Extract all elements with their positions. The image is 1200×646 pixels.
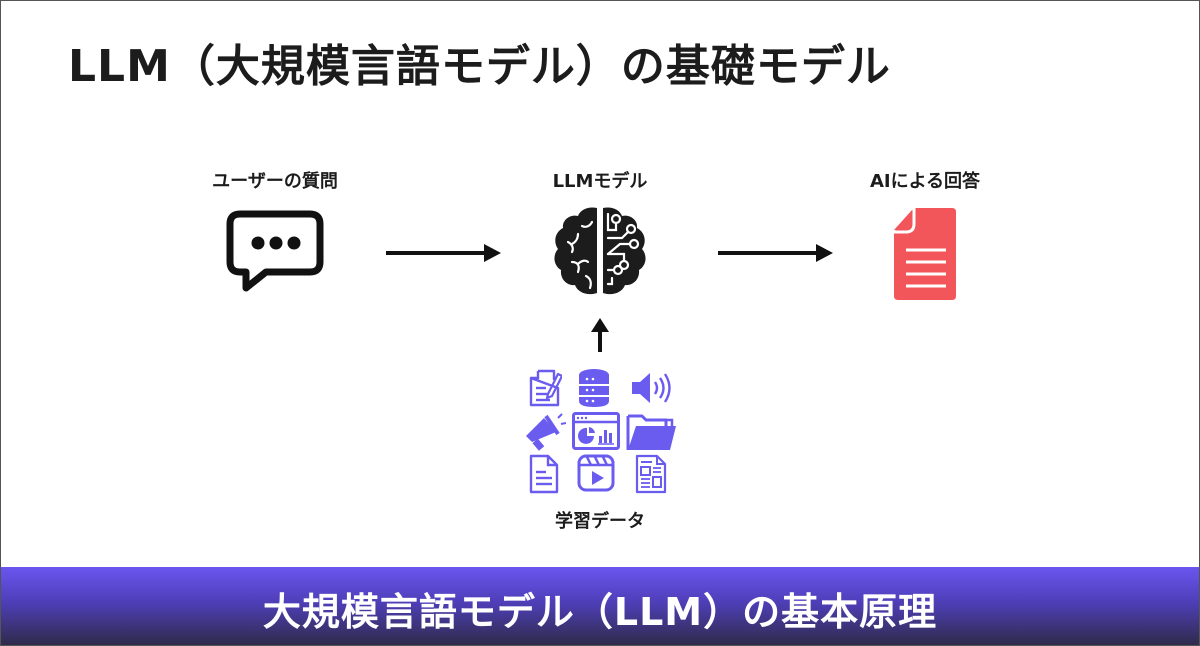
newspaper-icon (635, 454, 667, 494)
label-llm-model: LLMモデル (552, 171, 648, 192)
database-icon (579, 369, 609, 407)
video-play-icon (577, 454, 615, 492)
label-user-question: ユーザーの質問 (212, 171, 338, 192)
brain-circuit-icon (554, 206, 646, 296)
data-sources-grid (520, 366, 680, 496)
label-training-data: 学習データ (555, 511, 645, 532)
slide-title: LLM（大規模言語モデル）の基礎モデル (68, 41, 891, 92)
arrow-data-to-llm (591, 318, 609, 352)
arrow-question-to-llm (386, 244, 501, 262)
speaker-icon (632, 373, 671, 403)
label-ai-answer: AIによる回答 (869, 171, 981, 192)
arrow-llm-to-answer (718, 244, 833, 262)
chat-bubble-icon (226, 210, 324, 292)
document-icon (894, 208, 956, 300)
document-edit-icon (529, 369, 562, 407)
folder-icon (626, 414, 676, 450)
dashboard-chart-icon (572, 412, 620, 450)
megaphone-icon (526, 413, 566, 451)
footer-title: 大規模言語モデル（LLM）の基本原理 (262, 590, 938, 634)
text-file-icon (529, 454, 559, 494)
footer-banner: 大規模言語モデル（LLM）の基本原理 (1, 567, 1199, 645)
